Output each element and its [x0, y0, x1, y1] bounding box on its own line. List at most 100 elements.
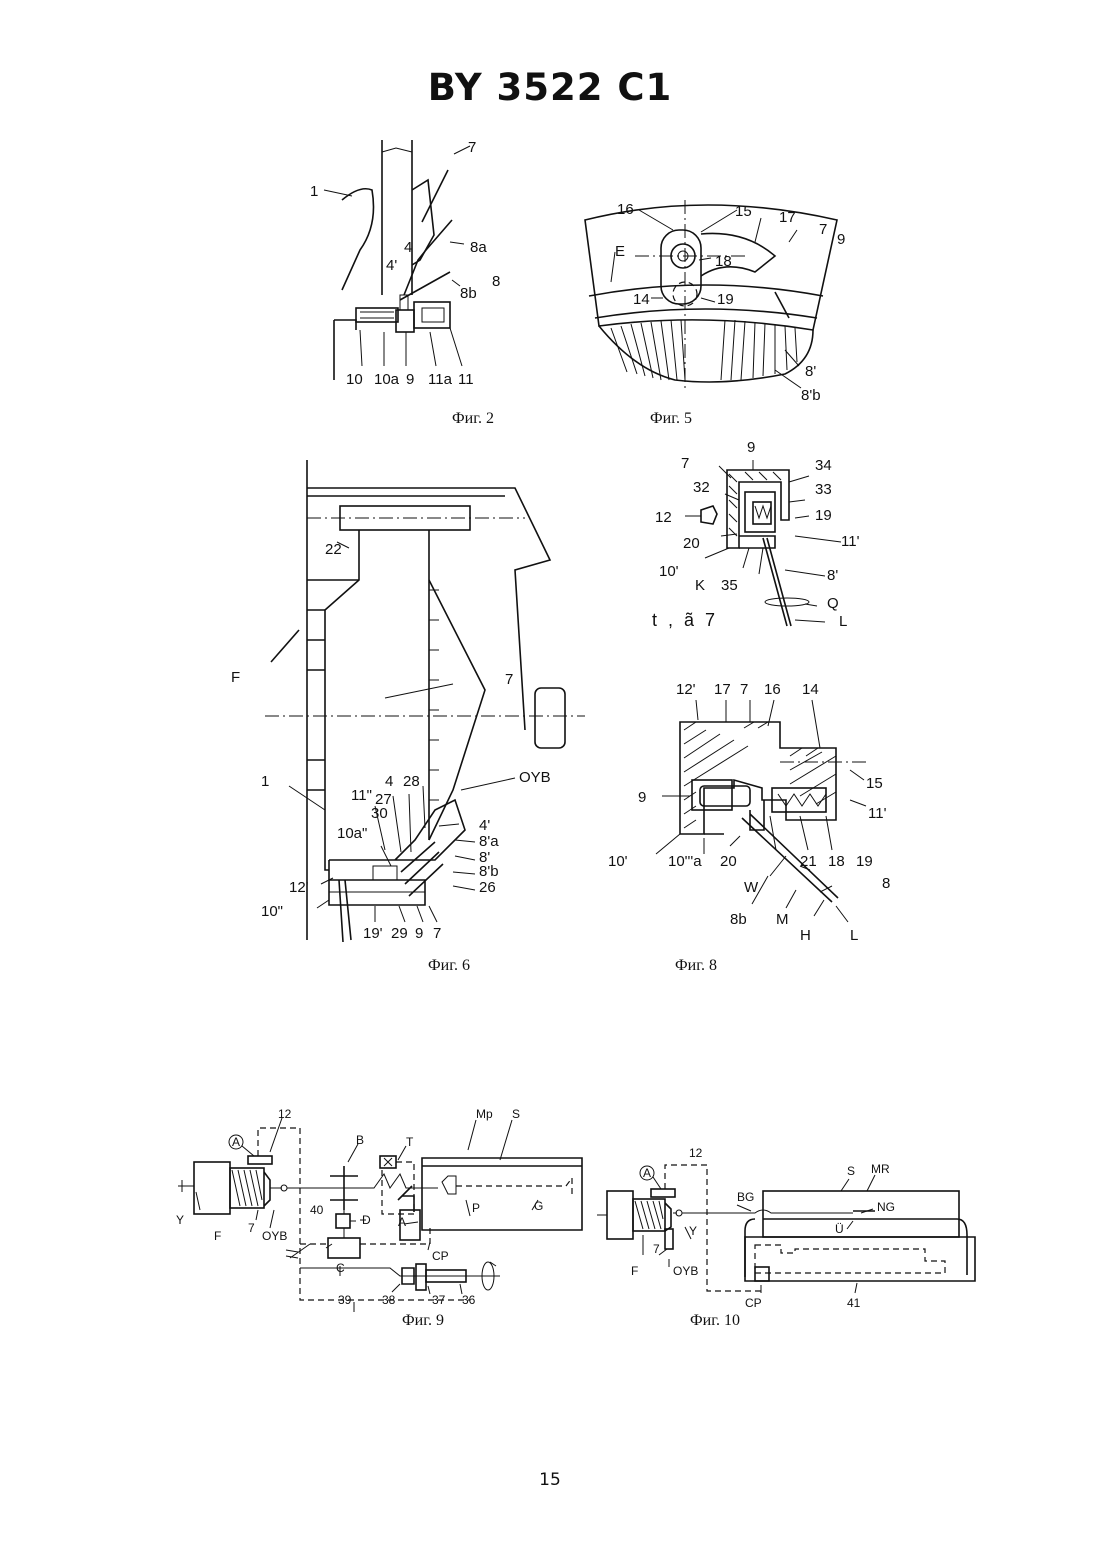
figure-9: 12 A Mp S B T Y 7 F OYB 40 D A P G CP C … — [170, 1100, 590, 1315]
figure-6: 22 F 7 OYB 1 11" 4 28 27 30 10a" 4' 8'a … — [225, 460, 605, 950]
fig7-label-34: 34 — [815, 457, 832, 474]
fig9-label-37: 37 — [432, 1293, 446, 1307]
fig8-label-17: 17 — [714, 681, 731, 698]
fig9-label-A2: A — [398, 1215, 406, 1229]
fig2-label-7: 7 — [468, 139, 476, 156]
fig6-label-4p: 4' — [479, 817, 490, 834]
fig2-label-11: 11 — [458, 371, 474, 388]
fig7-label-L: L — [839, 613, 847, 630]
fig8-label-21: 21 — [800, 853, 817, 870]
fig6-label-1: 1 — [261, 773, 269, 790]
fig9-label-36: 36 — [462, 1293, 476, 1307]
fig8-label-W: W — [744, 879, 759, 896]
figure-7-drawing: 9 7 34 32 33 12 19 20 11' 10' K 35 8' Q … — [645, 430, 875, 635]
fig8-label-L: L — [850, 927, 858, 944]
fig5-label-19: 19 — [717, 291, 734, 308]
fig10-label-7: 7 — [653, 1242, 660, 1256]
fig9-label-12: 12 — [278, 1107, 292, 1121]
fig5-label-9: 9 — [837, 231, 845, 248]
fig5-label-E: E — [615, 243, 625, 260]
fig6-label-9: 9 — [415, 925, 423, 942]
fig7-label-7: 7 — [681, 455, 689, 472]
fig5-caption: Фиг. 5 — [650, 410, 692, 428]
fig5-label-18: 18 — [715, 253, 732, 270]
fig2-label-4p: 4' — [386, 257, 397, 274]
figure-8-drawing: 12' 17 7 16 14 15 9 11' 10' 10'''a 20 21… — [600, 670, 900, 950]
figure-10: 12 A S MR BG NG Ü Y 7 F OYB CP 41 — [595, 1135, 985, 1315]
fig9-label-7: 7 — [248, 1221, 255, 1235]
fig8-label-9: 9 — [638, 789, 646, 806]
fig6-label-11pp: 11" — [351, 787, 372, 804]
fig8-label-15: 15 — [866, 775, 883, 792]
figure-5: 16 15 17 7 9 E 18 14 19 8' 8'b — [575, 190, 875, 410]
fig5-label-7: 7 — [819, 221, 827, 238]
fig6-caption: Фиг. 6 — [428, 957, 470, 975]
figure-9-drawing: 12 A Mp S B T Y 7 F OYB 40 D A P G CP C … — [170, 1100, 590, 1315]
fig6-label-29: 29 — [391, 925, 408, 942]
figure-2: 7 1 4 4' 8a 8 8b 10 10a 9 11a 11 — [300, 130, 520, 400]
fig9-label-B: B — [356, 1133, 364, 1147]
fig6-label-7: 7 — [505, 671, 513, 688]
figure-10-drawing: 12 A S MR BG NG Ü Y 7 F OYB CP 41 — [595, 1135, 985, 1315]
fig6-label-26: 26 — [479, 879, 496, 896]
fig2-label-9: 9 — [406, 371, 414, 388]
fig8-label-14: 14 — [802, 681, 819, 698]
fig6-label-8pb: 8'b — [479, 863, 499, 880]
fig8-label-16: 16 — [764, 681, 781, 698]
fig6-label-7b: 7 — [433, 925, 441, 942]
fig10-label-Y: Y — [689, 1224, 697, 1238]
fig6-label-10pa: 10a" — [337, 825, 367, 842]
fig8-label-7: 7 — [740, 681, 748, 698]
fig10-label-12: 12 — [689, 1146, 703, 1160]
fig10-label-OYB: OYB — [673, 1264, 698, 1278]
fig7-label-Q: Q — [827, 595, 839, 612]
figure-8: 12' 17 7 16 14 15 9 11' 10' 10'''a 20 21… — [600, 670, 900, 950]
fig7-label-11p: 11' — [841, 533, 860, 550]
fig5-label-8p: 8' — [805, 363, 816, 380]
fig7-label-20: 20 — [683, 535, 700, 552]
fig9-label-Mp: Mp — [476, 1107, 493, 1121]
fig7-label-33: 33 — [815, 481, 832, 498]
fig9-label-39: 39 — [338, 1293, 352, 1307]
fig7-label-12: 12 — [655, 509, 672, 526]
fig10-label-CP: CP — [745, 1296, 762, 1310]
fig5-label-8pb: 8'b — [801, 387, 821, 404]
fig7-label-32: 32 — [693, 479, 710, 496]
fig8-label-18: 18 — [828, 853, 845, 870]
fig2-label-4: 4 — [404, 239, 412, 256]
figure-6-drawing: 22 F 7 OYB 1 11" 4 28 27 30 10a" 4' 8'a … — [225, 460, 605, 950]
fig9-label-T: T — [406, 1135, 414, 1149]
fig6-label-19p: 19' — [363, 925, 383, 942]
fig7-label-19: 19 — [815, 507, 832, 524]
fig6-label-4: 4 — [385, 773, 393, 790]
figure-2-drawing: 7 1 4 4' 8a 8 8b 10 10a 9 11a 11 — [300, 130, 520, 400]
fig8-caption: Фиг. 8 — [675, 957, 717, 975]
fig7-label-K: K — [695, 577, 705, 594]
fig10-label-NG: NG — [877, 1200, 895, 1214]
fig9-label-P: P — [472, 1201, 480, 1215]
fig9-label-CP: CP — [432, 1249, 449, 1263]
fig6-label-30: 30 — [371, 805, 388, 822]
fig9-label-A1: A — [232, 1135, 240, 1149]
fig10-label-41: 41 — [847, 1296, 861, 1310]
fig2-label-1: 1 — [310, 183, 318, 200]
fig7-caption: t , ã 7 — [652, 610, 718, 631]
fig9-label-C: C — [336, 1261, 345, 1275]
fig9-label-38: 38 — [382, 1293, 396, 1307]
fig8-label-12p: 12' — [676, 681, 696, 698]
fig8-label-H: H — [800, 927, 811, 944]
fig10-label-A: A — [643, 1166, 651, 1180]
fig2-label-10a: 10a — [374, 371, 400, 388]
fig7-label-35: 35 — [721, 577, 738, 594]
fig7-label-10p: 10' — [659, 563, 679, 580]
fig2-label-8a: 8a — [470, 239, 487, 256]
fig5-label-16: 16 — [617, 201, 634, 218]
fig10-caption: Фиг. 10 — [690, 1312, 740, 1330]
fig9-caption: Фиг. 9 — [402, 1312, 444, 1330]
fig6-label-OYB: OYB — [519, 769, 551, 786]
fig5-label-15: 15 — [735, 203, 752, 220]
fig6-label-8pa: 8'a — [479, 833, 499, 850]
fig7-label-9: 9 — [747, 439, 755, 456]
fig8-label-20: 20 — [720, 853, 737, 870]
fig6-label-12p: 12' — [289, 879, 309, 896]
